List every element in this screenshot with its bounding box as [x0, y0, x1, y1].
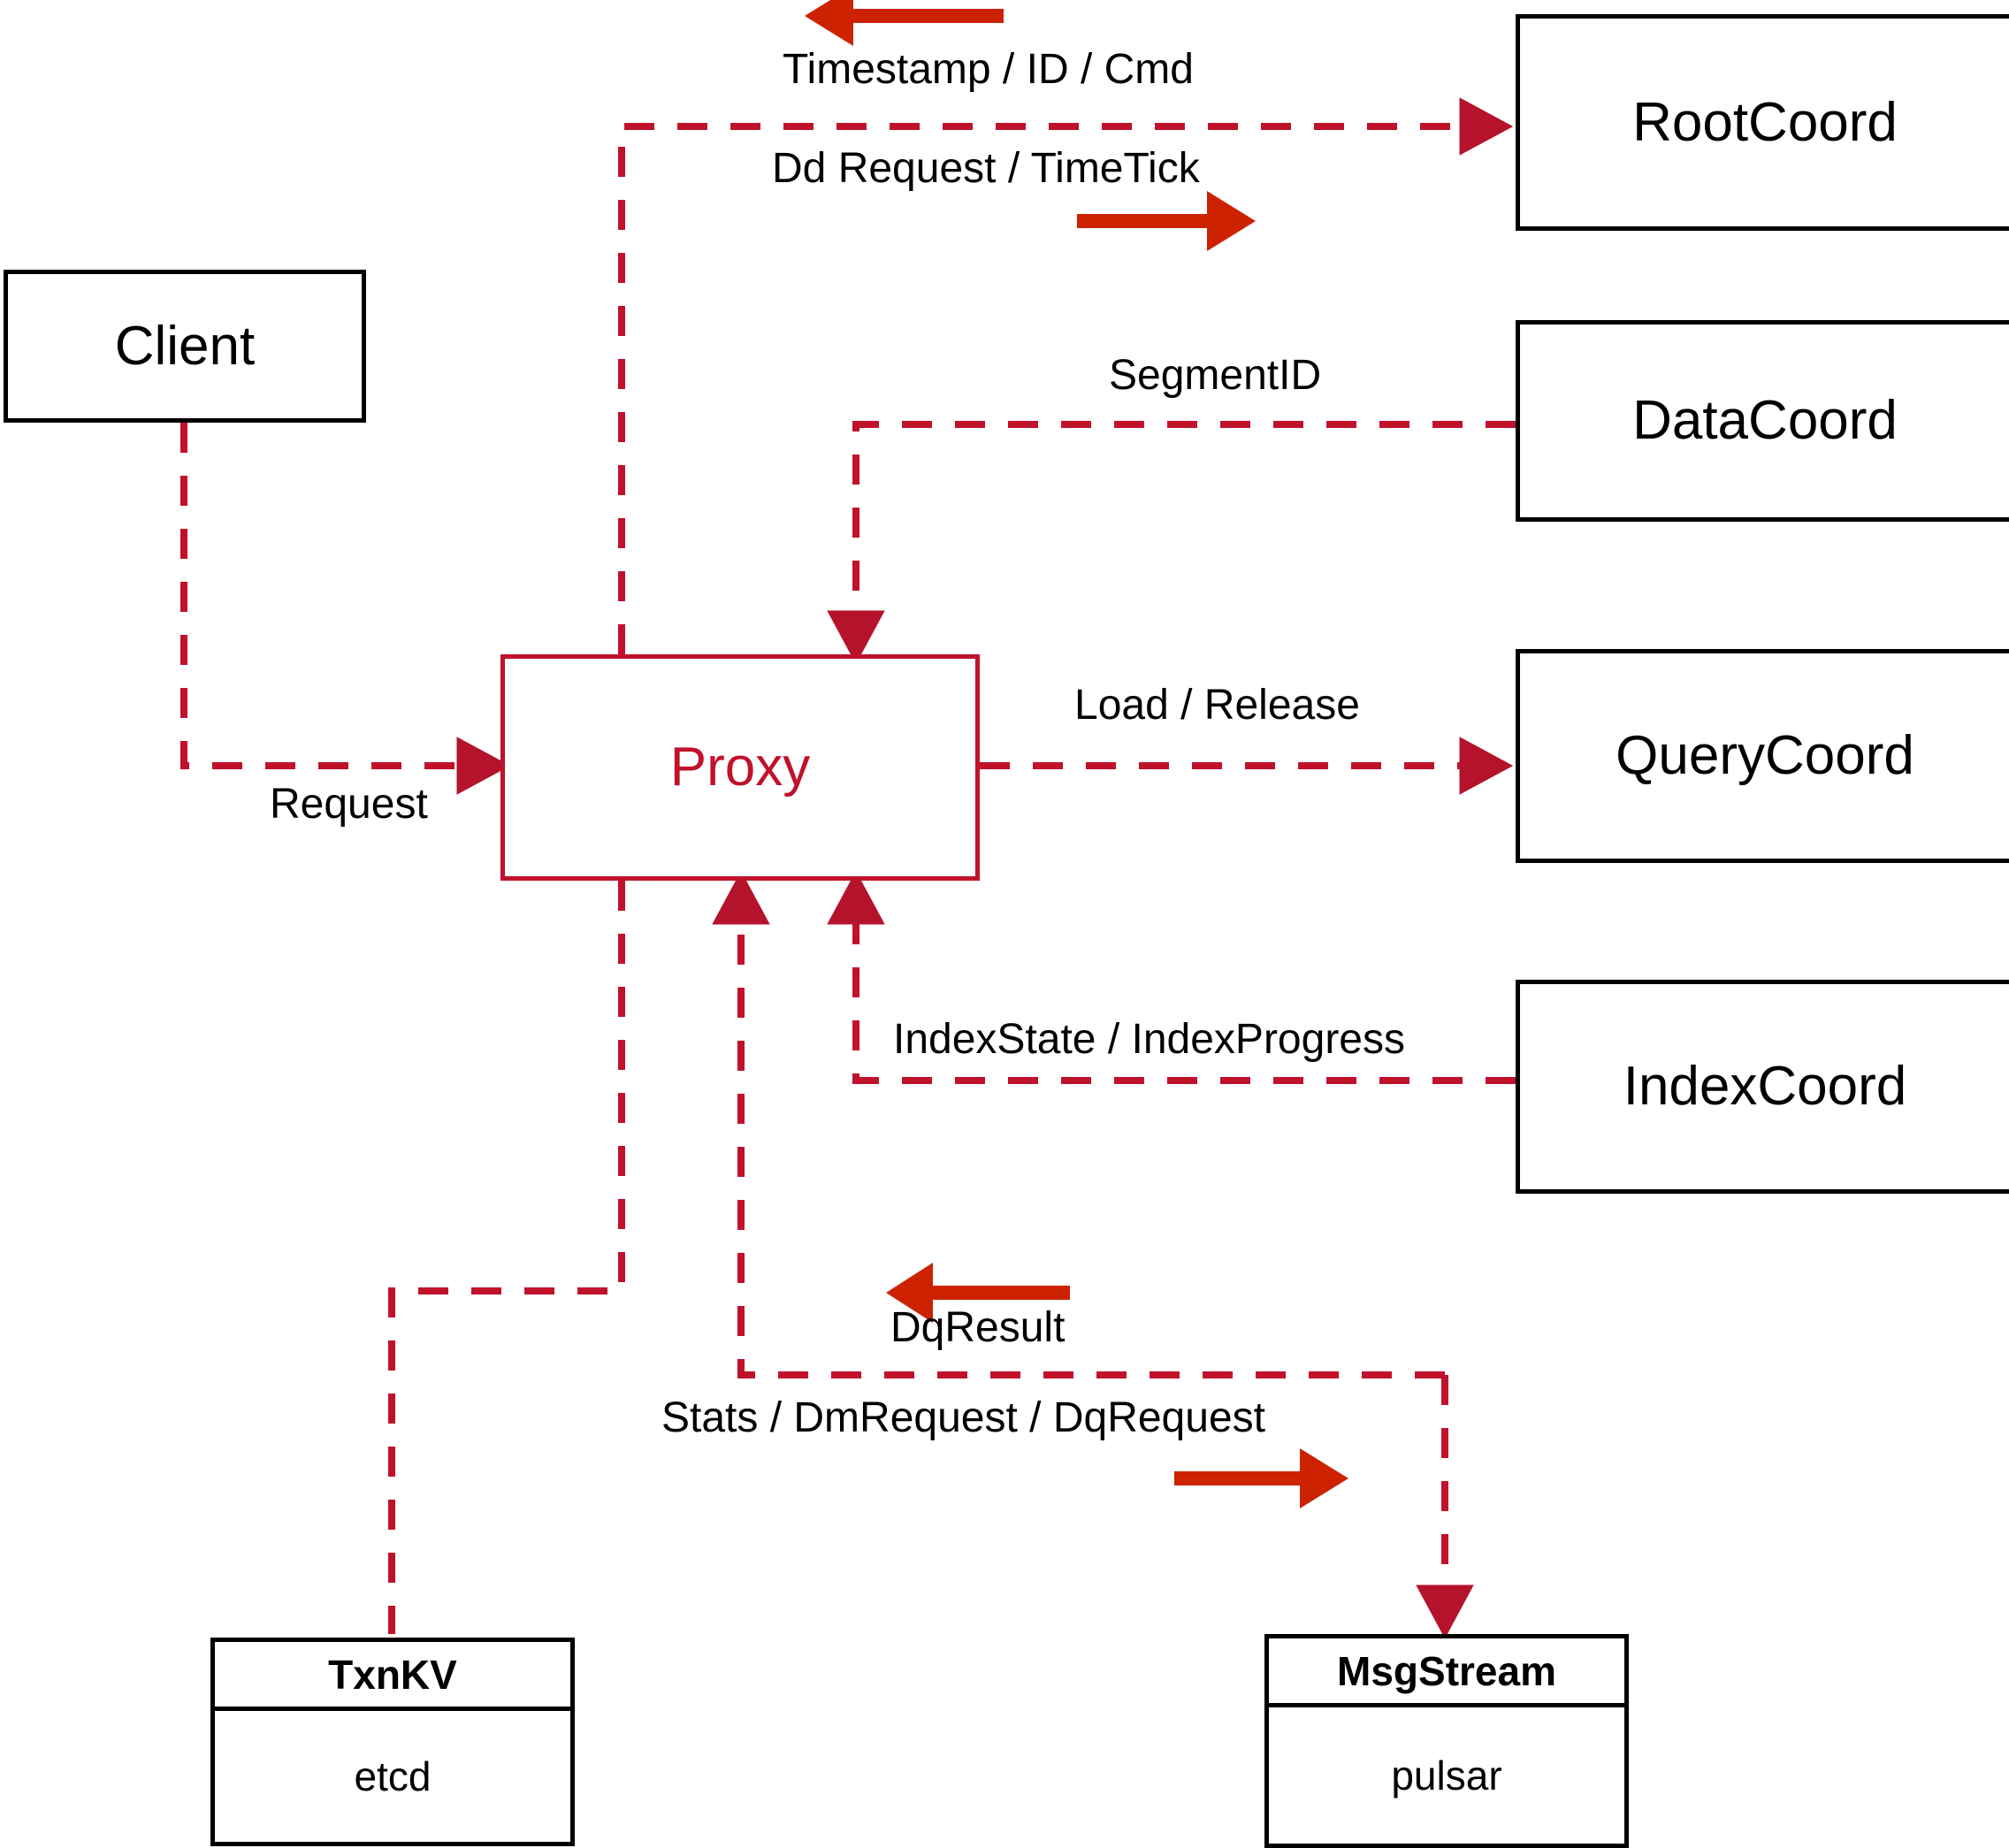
edge-label-segment-id: SegmentID — [1109, 352, 1322, 399]
edge-label-dq-result: DqResult — [890, 1304, 1066, 1351]
node-datacoord-label: DataCoord — [1632, 390, 1898, 451]
edge-label-load-release: Load / Release — [1074, 682, 1360, 729]
node-msgstream-body: pulsar — [1269, 1707, 1624, 1844]
edge-msgstream-to-proxy — [712, 870, 1445, 1378]
edge-client-to-proxy — [180, 423, 511, 795]
node-datacoord[interactable]: DataCoord — [1516, 320, 2009, 522]
edge-label-stats-dm-dq-request: Stats / DmRequest / DqRequest — [661, 1394, 1265, 1441]
edge-label-dd-request-timetick: Dd Request / TimeTick — [772, 145, 1200, 192]
node-rootcoord-label: RootCoord — [1632, 91, 1898, 153]
node-msgstream[interactable]: MsgStream pulsar — [1264, 1634, 1629, 1848]
node-txnkv[interactable]: TxnKV etcd — [210, 1638, 575, 1846]
node-msgstream-header: MsgStream — [1269, 1638, 1624, 1707]
node-querycoord[interactable]: QueryCoord — [1516, 649, 2009, 863]
node-txnkv-header: TxnKV — [215, 1642, 570, 1711]
node-querycoord-label: QueryCoord — [1616, 725, 1914, 786]
node-msgstream-title: MsgStream — [1337, 1647, 1556, 1694]
edge-label-request: Request — [270, 781, 428, 828]
edge-indexcoord-to-proxy — [827, 870, 1516, 1084]
edge-datacoord-to-proxy — [827, 421, 1516, 665]
node-proxy-label: Proxy — [669, 737, 811, 798]
node-txnkv-body: etcd — [215, 1711, 570, 1842]
node-client[interactable]: Client — [4, 270, 366, 423]
edge-label-index-state-progress: IndexState / IndexProgress — [893, 1016, 1405, 1063]
direction-arrow-dqresult — [886, 1263, 1070, 1323]
node-txnkv-impl: etcd — [354, 1753, 432, 1799]
node-client-label: Client — [114, 315, 256, 377]
node-indexcoord[interactable]: IndexCoord — [1516, 980, 2009, 1194]
edge-proxy-to-rootcoord — [618, 97, 1514, 654]
node-proxy[interactable]: Proxy — [500, 654, 980, 881]
direction-arrow-dqrequest — [1174, 1448, 1348, 1508]
node-txnkv-title: TxnKV — [328, 1651, 457, 1698]
node-rootcoord[interactable]: RootCoord — [1516, 14, 2009, 231]
edge-proxy-to-txnkv — [388, 881, 625, 1634]
direction-arrow-timestamp — [805, 0, 1004, 46]
edge-label-timestamp-id-cmd: Timestamp / ID / Cmd — [783, 46, 1194, 93]
direction-arrow-ddrequest — [1077, 191, 1256, 251]
node-msgstream-impl: pulsar — [1391, 1753, 1502, 1798]
node-indexcoord-label: IndexCoord — [1623, 1056, 1907, 1117]
